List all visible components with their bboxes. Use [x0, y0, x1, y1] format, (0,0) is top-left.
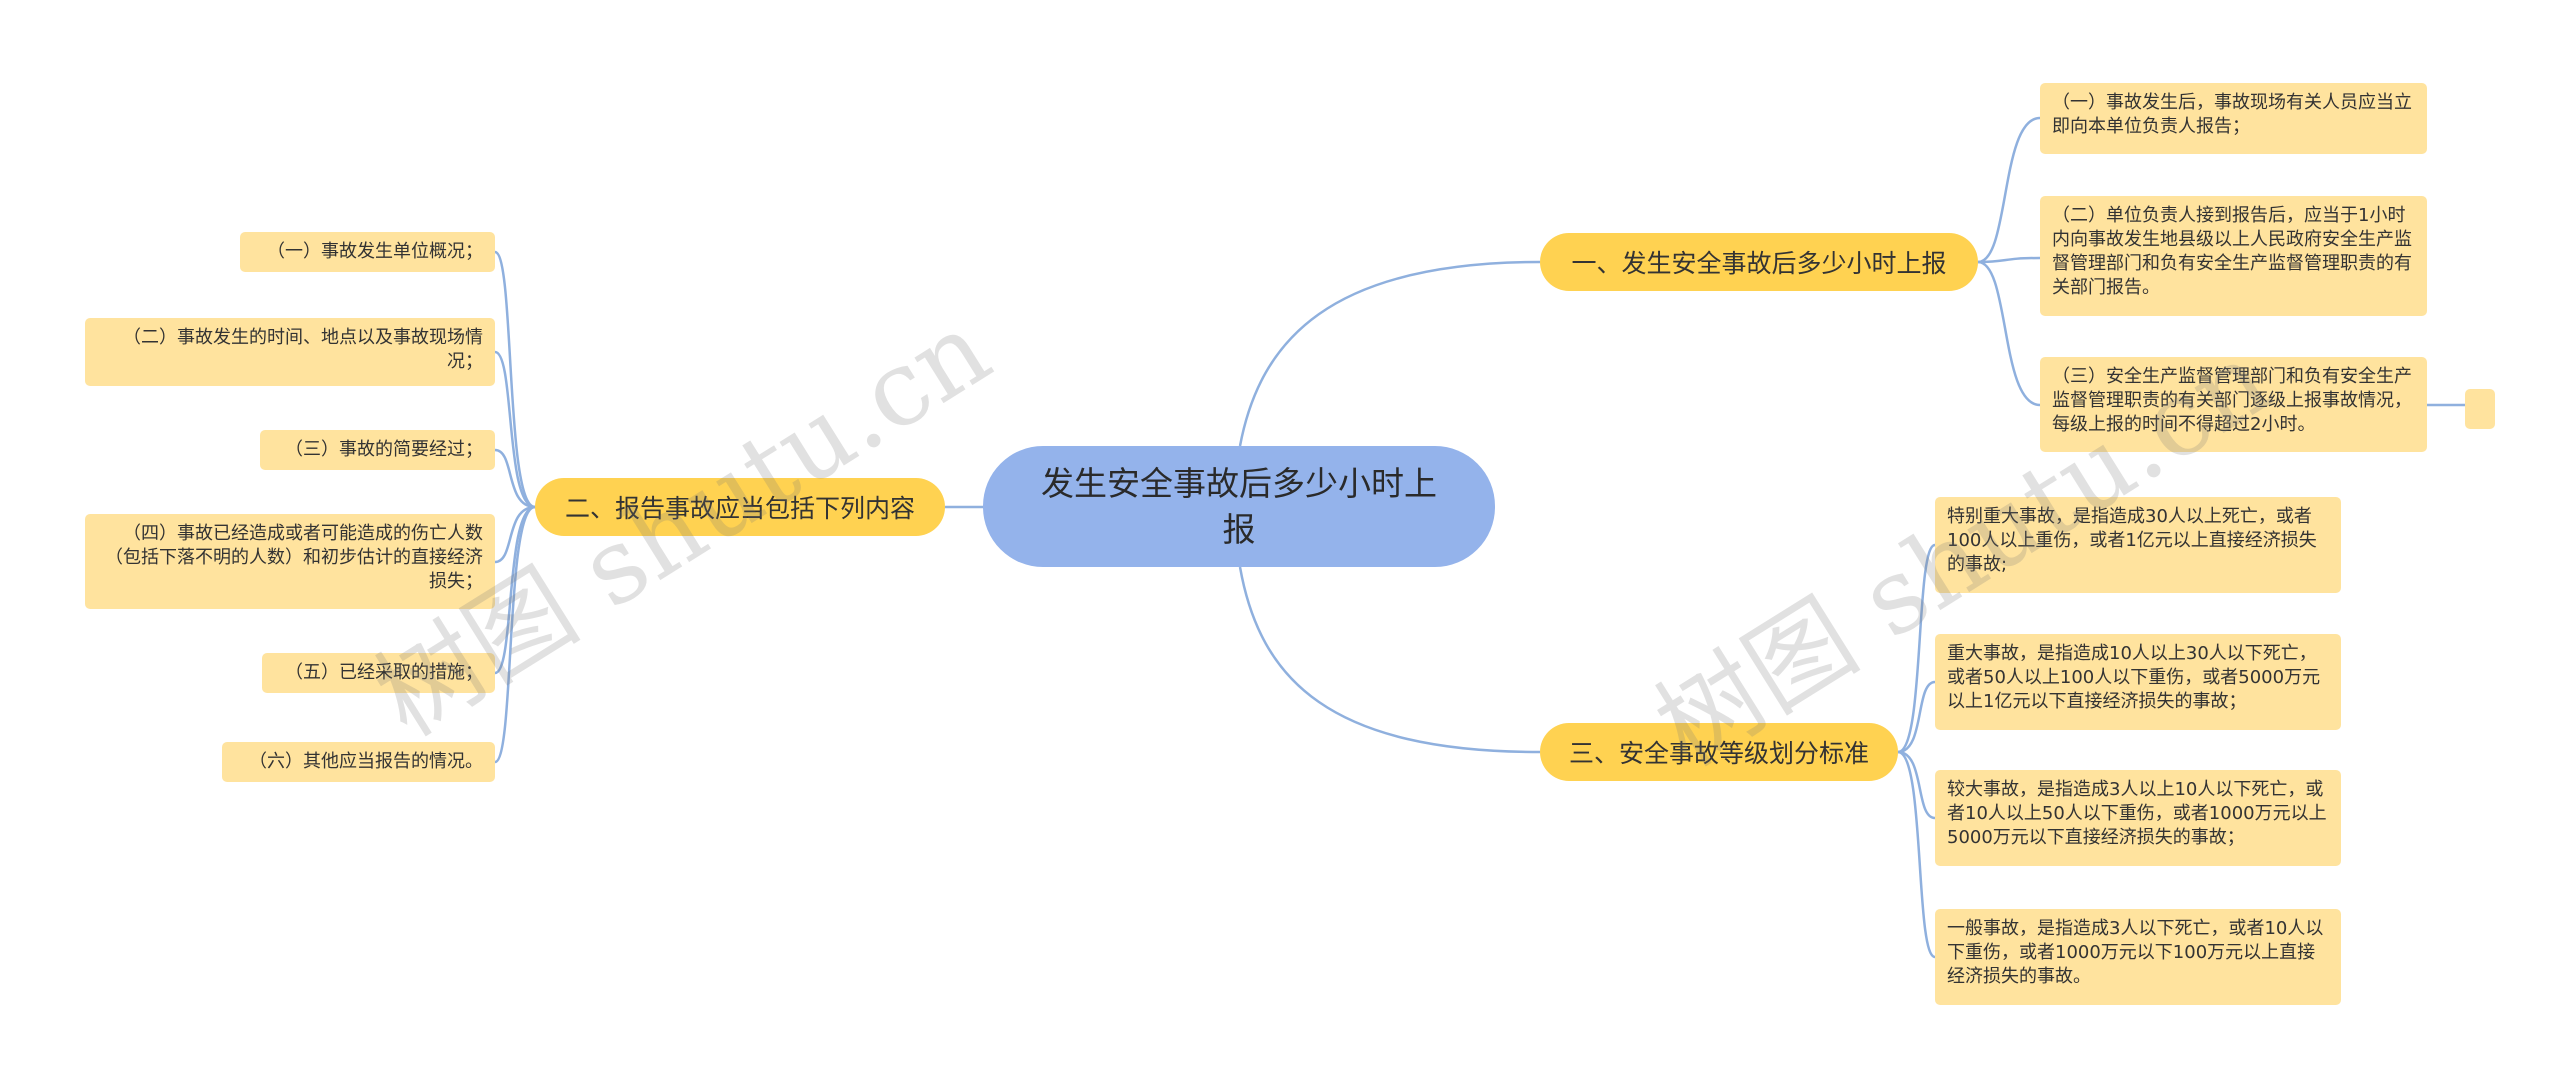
leaf-report-time-1-text: （一）事故发生后，事故现场有关人员应当立即向本单位负责人报告； [2052, 92, 2412, 137]
leaf-report-content-2[interactable]: （二）事故发生的时间、地点以及事故现场情况； [85, 318, 495, 386]
leaf-report-content-6[interactable]: （六）其他应当报告的情况。 [222, 742, 495, 782]
leaf-report-time-2-text: （二）单位负责人接到报告后，应当于1小时内向事故发生地县级以上人民政府安全生产监… [2052, 205, 2412, 298]
root-topic-label: 发生安全事故后多少小时上报 [1041, 463, 1437, 549]
root-topic[interactable]: 发生安全事故后多少小时上报 [983, 446, 1495, 567]
leaf-report-content-3-text: （三）事故的简要经过； [285, 439, 483, 460]
leaf-accident-level-2-text: 重大事故，是指造成10人以上30人以下死亡，或者50人以上100人以下重伤，或者… [1947, 643, 2321, 712]
leaf-report-time-3-text: （三）安全生产监督管理部门和负有安全生产监督管理职责的有关部门逐级上报事故情况，… [2052, 366, 2412, 435]
leaf-empty-stub[interactable] [2465, 389, 2495, 429]
leaf-accident-level-3-text: 较大事故，是指造成3人以上10人以下死亡，或者10人以上50人以下重伤，或者10… [1947, 779, 2327, 848]
leaf-accident-level-4[interactable]: 一般事故，是指造成3人以下死亡，或者10人以下重伤，或者1000万元以下100万… [1935, 909, 2341, 1005]
leaf-accident-level-3[interactable]: 较大事故，是指造成3人以上10人以下死亡，或者10人以上50人以下重伤，或者10… [1935, 770, 2341, 866]
branch-report-time-label: 一、发生安全事故后多少小时上报 [1571, 249, 1947, 278]
leaf-report-content-1[interactable]: （一）事故发生单位概况； [240, 232, 495, 272]
branch-report-time[interactable]: 一、发生安全事故后多少小时上报 [1540, 233, 1978, 291]
leaf-report-content-5[interactable]: （五）已经采取的措施； [262, 653, 495, 693]
leaf-accident-level-1[interactable]: 特别重大事故，是指造成30人以上死亡，或者100人以上重伤，或者1亿元以上直接经… [1935, 497, 2341, 593]
branch-accident-levels-label: 三、安全事故等级划分标准 [1568, 739, 1869, 768]
leaf-report-content-1-text: （一）事故发生单位概况； [267, 241, 483, 262]
branch-accident-levels[interactable]: 三、安全事故等级划分标准 [1540, 723, 1898, 781]
leaf-report-content-2-text: （二）事故发生的时间、地点以及事故现场情况； [123, 327, 483, 372]
leaf-report-content-6-text: （六）其他应当报告的情况。 [249, 751, 483, 772]
leaf-report-content-4[interactable]: （四）事故已经造成或者可能造成的伤亡人数（包括下落不明的人数）和初步估计的直接经… [85, 514, 495, 609]
leaf-accident-level-1-text: 特别重大事故，是指造成30人以上死亡，或者100人以上重伤，或者1亿元以上直接经… [1947, 506, 2317, 575]
leaf-report-content-3[interactable]: （三）事故的简要经过； [260, 430, 495, 470]
leaf-accident-level-2[interactable]: 重大事故，是指造成10人以上30人以下死亡，或者50人以上100人以下重伤，或者… [1935, 634, 2341, 730]
branch-report-content-label: 二、报告事故应当包括下列内容 [564, 494, 915, 523]
leaf-report-time-1[interactable]: （一）事故发生后，事故现场有关人员应当立即向本单位负责人报告； [2040, 83, 2427, 154]
leaf-report-content-5-text: （五）已经采取的措施； [285, 662, 483, 683]
leaf-report-content-4-text: （四）事故已经造成或者可能造成的伤亡人数（包括下落不明的人数）和初步估计的直接经… [105, 523, 483, 592]
leaf-report-time-2[interactable]: （二）单位负责人接到报告后，应当于1小时内向事故发生地县级以上人民政府安全生产监… [2040, 196, 2427, 316]
branch-report-content[interactable]: 二、报告事故应当包括下列内容 [535, 478, 945, 536]
leaf-accident-level-4-text: 一般事故，是指造成3人以下死亡，或者10人以下重伤，或者1000万元以下100万… [1947, 918, 2324, 987]
leaf-report-time-3[interactable]: （三）安全生产监督管理部门和负有安全生产监督管理职责的有关部门逐级上报事故情况，… [2040, 357, 2427, 452]
